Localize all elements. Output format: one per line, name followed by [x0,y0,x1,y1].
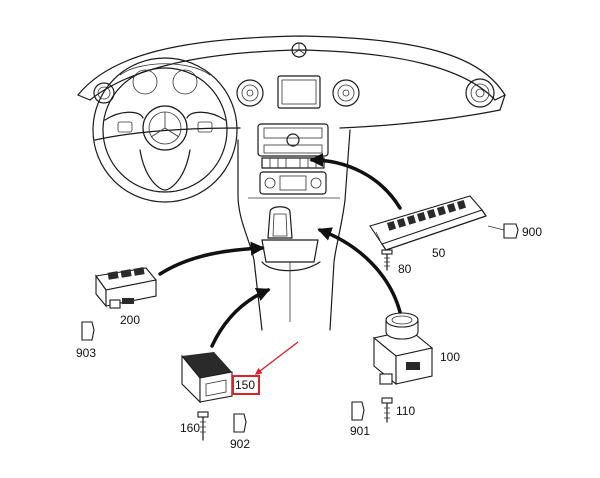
part-902-connector [233,413,247,433]
arrow-200 [158,241,265,276]
arrow-50 [309,153,402,210]
callout-50: 50 [432,246,446,260]
callout-900: 900 [522,225,543,239]
callout-903: 903 [76,346,97,360]
callout-100: 100 [440,350,461,364]
callout-80: 80 [398,262,412,276]
part-200-switch-block [95,267,158,309]
part-903-connector [81,321,95,341]
part-110-screw [381,397,393,423]
part-160-screw [197,411,209,441]
part-80-screw [381,249,393,271]
arrow-100 [317,227,402,314]
part-901-connector [351,401,365,421]
callout-160: 160 [180,421,201,435]
part-150-switch [181,352,233,404]
highlight-box-150 [232,375,260,395]
callout-200: 200 [120,313,141,327]
callout-150: 150 [235,378,256,392]
callout-902: 902 [230,437,251,451]
callout-901: 901 [350,424,371,438]
part-50-climate-panel [369,195,487,251]
callout-110: 110 [396,404,416,418]
part-100-controller [372,312,434,386]
dashboard-interior [77,35,506,331]
red-pointer-arrow [254,341,299,375]
part-900-connector [487,223,519,239]
arrow-150 [210,288,271,348]
